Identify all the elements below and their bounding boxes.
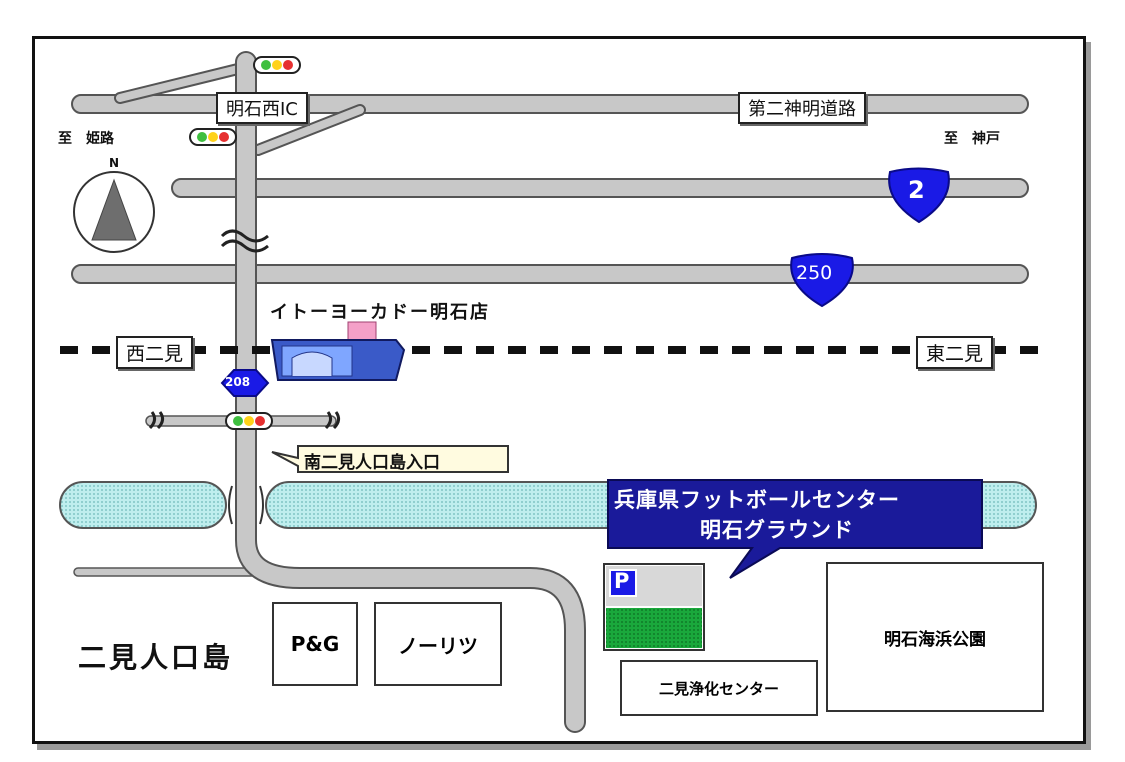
expressway-label: 第二神明道路 — [738, 92, 866, 124]
building-pg: P&G — [272, 602, 358, 686]
route-250-shield-icon — [790, 253, 854, 308]
route-2-shield-icon — [888, 167, 950, 224]
route-2-number: 2 — [908, 176, 925, 204]
building-seaside-park: 明石海浜公園 — [826, 562, 1044, 712]
road-island — [73, 567, 261, 577]
route-208-shield-icon — [220, 369, 270, 397]
bridge — [228, 485, 264, 525]
road-route-250 — [71, 264, 1029, 284]
interchange-label: 明石西IC — [216, 92, 308, 124]
traffic-light-icon — [225, 412, 273, 430]
building-noritz: ノーリツ — [374, 602, 502, 686]
intersection-callout — [271, 445, 509, 473]
direction-west-label: 至 姫路 — [58, 131, 114, 147]
compass-icon — [73, 171, 155, 253]
station-west-label: 西二見 — [116, 336, 194, 369]
parking-sign-label: P — [614, 569, 630, 593]
store-building-icon — [270, 321, 406, 381]
intersection-label: 南二見人口島入口 — [304, 453, 440, 473]
venue-callout — [607, 479, 983, 579]
road-route-208 — [235, 51, 586, 733]
traffic-light-icon — [189, 128, 237, 146]
station-east-label: 東二見 — [916, 336, 994, 369]
route-208-number: 208 — [225, 375, 251, 389]
venue-name-line2: 明石グラウンド — [700, 518, 854, 542]
parking-lot — [603, 563, 705, 651]
store-label: イトーヨーカドー明石店 — [270, 302, 490, 323]
road-route-2 — [171, 178, 1029, 198]
break-marks — [148, 229, 341, 430]
building-purification-center: 二見浄化センター — [620, 660, 818, 716]
area-label: 二見人口島 — [78, 641, 234, 674]
traffic-light-icon — [253, 56, 301, 74]
direction-east-label: 至 神戸 — [944, 131, 1000, 147]
compass-north-label: N — [109, 156, 120, 170]
venue-name-line1: 兵庫県フットボールセンター — [614, 488, 900, 512]
ic-ramps-fill — [116, 64, 364, 154]
route-250-number: 250 — [796, 262, 833, 284]
